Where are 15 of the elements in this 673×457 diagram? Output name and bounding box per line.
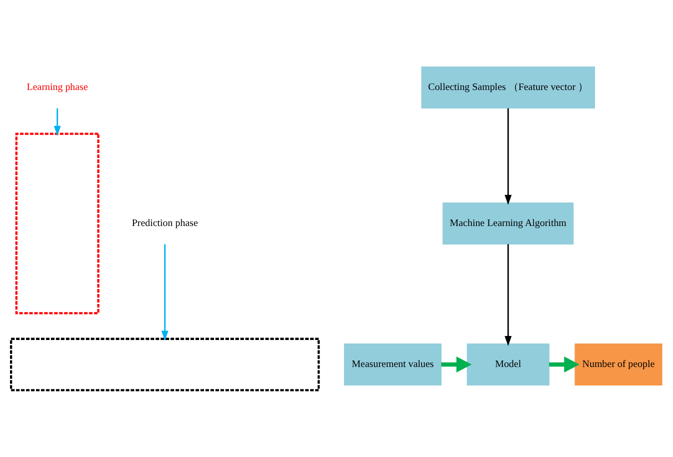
arrow [549,356,580,373]
node-box: Machine Learning Algorithm [442,202,574,245]
node-box [15,132,100,314]
arrow [54,108,61,136]
node-box: Number of people [574,344,662,386]
arrow [504,108,512,205]
node-text: Prediction phase [132,218,198,230]
node-box [10,338,320,392]
arrow [441,356,472,373]
arrow [504,244,512,346]
node-box: Collecting Samples （Feature vector ） [421,66,595,108]
node-box: Measurement values [344,344,442,386]
node-box: Model [466,344,550,386]
arrow [161,244,168,341]
node-text: Learning phase [26,82,88,94]
